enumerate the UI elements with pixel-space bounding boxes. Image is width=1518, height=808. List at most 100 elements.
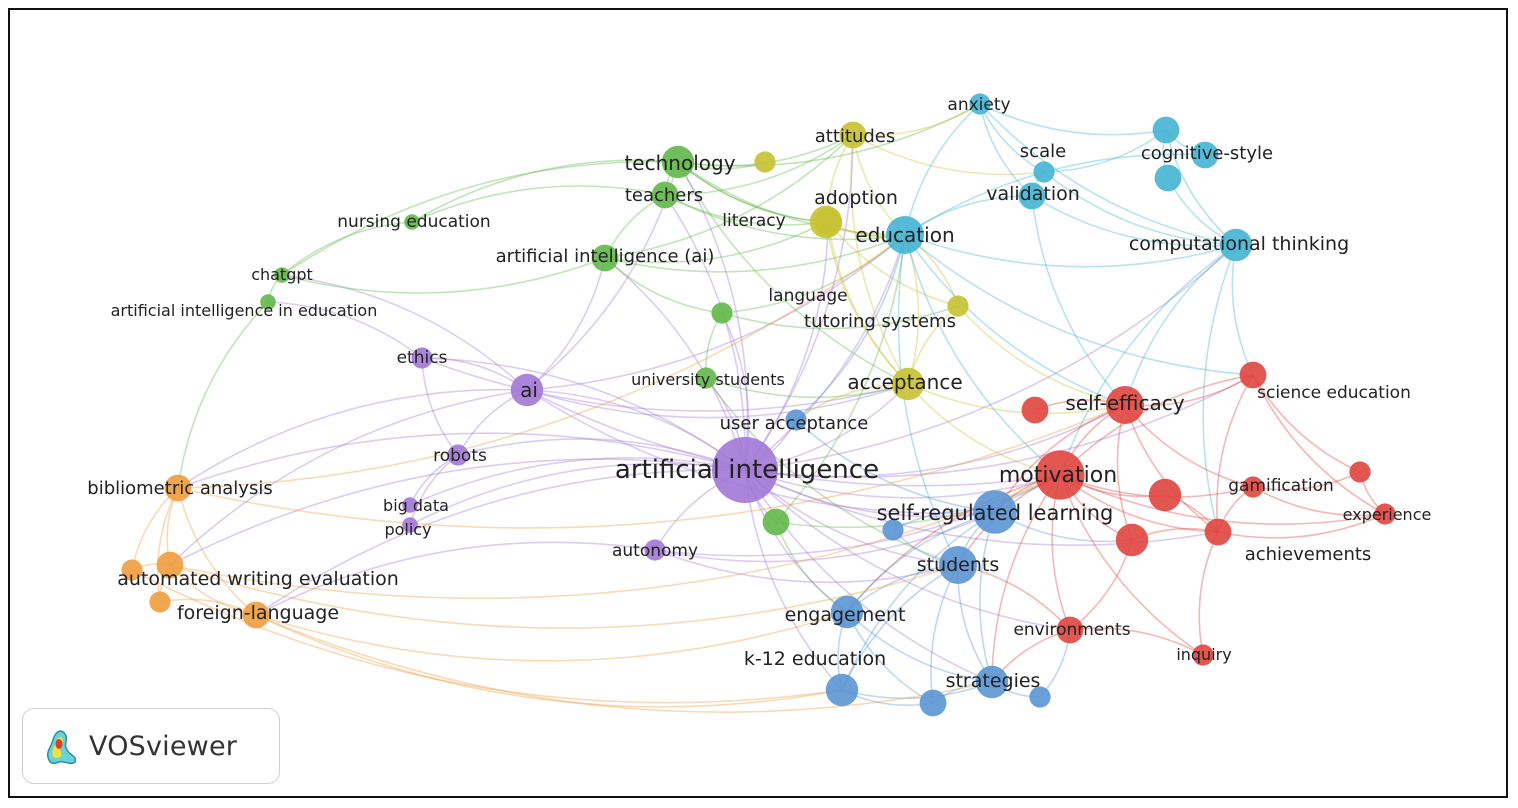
- figure-frame: [8, 8, 1508, 798]
- link-foreign_language-engagement: [255, 611, 848, 662]
- node-bibliometric_analysis[interactable]: [164, 474, 192, 502]
- node-experience[interactable]: [1374, 503, 1396, 525]
- link-inquiry-environments: [1069, 627, 1204, 656]
- node-teachers[interactable]: [651, 181, 679, 209]
- link-user_acceptance-self_regulated_learning: [795, 419, 996, 513]
- node-technology[interactable]: [661, 145, 695, 179]
- link-validation-computational_thinking: [1031, 195, 1237, 247]
- link-education-motivation: [904, 234, 1061, 476]
- label-ai: ai: [520, 378, 538, 402]
- link-technology-adoption: [677, 161, 829, 223]
- link-computational_thinking-science_education: [1231, 244, 1254, 376]
- link-artificial_intelligence-self_efficacy: [744, 404, 1126, 478]
- brand-name: VOSviewer: [89, 730, 238, 762]
- node-red_anon4[interactable]: [1349, 461, 1371, 483]
- node-cyan_anon1[interactable]: [1191, 141, 1219, 169]
- node-cognitive_style[interactable]: [1152, 116, 1180, 144]
- node-cyan_anon2[interactable]: [1154, 164, 1182, 192]
- node-computational_thinking[interactable]: [1219, 228, 1253, 262]
- label-literacy: literacy: [722, 211, 785, 231]
- link-ai-education: [526, 234, 906, 391]
- label-robots: robots: [433, 446, 487, 466]
- link-teachers-literacy: [664, 194, 827, 226]
- link-motivation-engagement: [846, 474, 1061, 613]
- link-ai_paren-education: [604, 234, 906, 273]
- node-automated_writing_evaluation[interactable]: [156, 551, 184, 579]
- link-foreign_language-k12_education: [255, 614, 843, 708]
- node-scale[interactable]: [1033, 161, 1055, 183]
- node-chatgpt[interactable]: [274, 267, 290, 283]
- link-ai_paren-language: [604, 257, 723, 314]
- link-ai_paren-literacy: [604, 221, 827, 264]
- node-k12_education[interactable]: [825, 673, 859, 707]
- link-science_education-red_anon4: [1252, 374, 1361, 473]
- node-acceptance[interactable]: [891, 367, 925, 401]
- link-artificial_intelligence-science_education: [744, 374, 1254, 478]
- label-bibliometric_analysis: bibliometric analysis: [87, 478, 272, 499]
- node-blue_anon3[interactable]: [1029, 686, 1051, 708]
- label-artificial_intelligence: artificial intelligence: [615, 455, 879, 485]
- node-yellow_anon[interactable]: [754, 151, 776, 173]
- label-autonomy: autonomy: [612, 541, 698, 561]
- link-artificial_intelligence-teachers: [664, 194, 746, 471]
- link-engagement-strategies: [846, 611, 993, 683]
- node-motivation[interactable]: [1035, 450, 1085, 500]
- label-policy: policy: [384, 520, 431, 539]
- node-self_regulated_learning[interactable]: [973, 490, 1017, 534]
- node-blue_anon2[interactable]: [919, 689, 947, 717]
- link-orange_anon1-k12_education: [131, 569, 843, 704]
- node-artificial_intelligence[interactable]: [712, 437, 778, 503]
- link-artificial_intelligence-education: [744, 234, 906, 471]
- node-science_education[interactable]: [1239, 361, 1267, 389]
- link-autonomy-students: [654, 549, 959, 584]
- node-validation[interactable]: [1018, 182, 1046, 210]
- link-university_students-students: [705, 377, 959, 566]
- link-bibliometric_analysis-foreign_language: [177, 487, 257, 616]
- node-ai[interactable]: [510, 373, 544, 407]
- node-red_anon2[interactable]: [1148, 478, 1182, 512]
- node-tutoring_systems[interactable]: [947, 295, 969, 317]
- node-user_acceptance[interactable]: [785, 409, 807, 431]
- node-ai_paren[interactable]: [591, 244, 619, 272]
- node-orange_anon1[interactable]: [121, 559, 143, 581]
- node-aied[interactable]: [260, 294, 276, 310]
- link-green_anon-education: [775, 234, 906, 523]
- node-achievements[interactable]: [1204, 518, 1232, 546]
- node-environments[interactable]: [1056, 616, 1084, 644]
- node-anxiety[interactable]: [969, 93, 991, 115]
- node-nursing_education[interactable]: [404, 214, 420, 230]
- vosviewer-logo-icon: [46, 730, 77, 765]
- node-green_anon[interactable]: [762, 508, 790, 536]
- link-aied-bibliometric_analysis: [177, 301, 269, 489]
- node-gamification[interactable]: [1242, 476, 1264, 498]
- node-policy[interactable]: [402, 517, 418, 533]
- label-chatgpt: chatgpt: [251, 265, 313, 284]
- node-language[interactable]: [711, 302, 733, 324]
- node-autonomy[interactable]: [644, 539, 666, 561]
- node-inquiry[interactable]: [1192, 644, 1214, 666]
- node-strategies[interactable]: [975, 665, 1009, 699]
- link-computational_thinking-motivation: [1059, 244, 1237, 476]
- link-science_education-achievements: [1216, 374, 1254, 533]
- node-red_anon1[interactable]: [1115, 523, 1149, 557]
- link-ai-chatgpt: [281, 274, 528, 391]
- link-tutoring_systems-self_efficacy: [957, 305, 1126, 406]
- node-literacy[interactable]: [809, 205, 843, 239]
- link-self_efficacy-red_anon1: [1116, 404, 1133, 541]
- node-orange_anon2[interactable]: [149, 591, 171, 613]
- node-ethics[interactable]: [411, 347, 433, 369]
- node-engagement[interactable]: [830, 595, 864, 629]
- vosviewer-badge: VOSviewer: [22, 708, 280, 784]
- node-robots[interactable]: [447, 444, 469, 466]
- node-blue_anon1[interactable]: [882, 519, 904, 541]
- node-students[interactable]: [939, 546, 977, 584]
- node-attitudes[interactable]: [839, 121, 867, 149]
- node-education[interactable]: [886, 216, 924, 254]
- link-adoption-tutoring_systems: [827, 221, 959, 307]
- label-foreign_language: foreign-language: [177, 602, 339, 624]
- node-self_efficacy[interactable]: [1106, 386, 1144, 424]
- node-red_anon3[interactable]: [1021, 396, 1049, 424]
- node-university_students[interactable]: [695, 367, 717, 389]
- node-big_data[interactable]: [402, 497, 418, 513]
- node-foreign_language[interactable]: [242, 601, 270, 629]
